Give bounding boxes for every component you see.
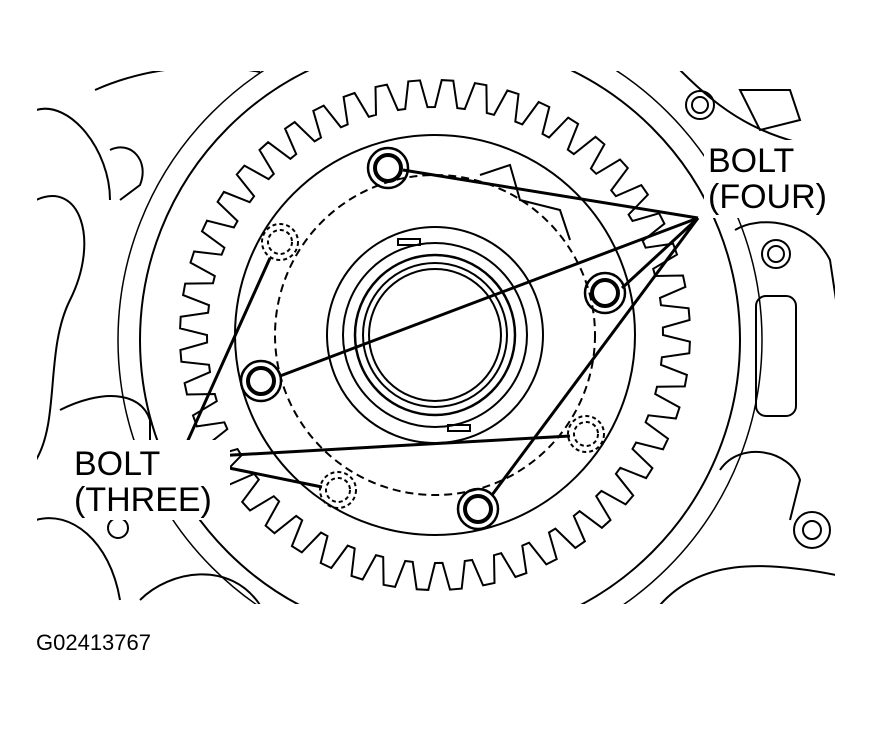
leader-three-2 — [179, 434, 571, 460]
bore-core — [368, 268, 502, 402]
leader-four-1 — [402, 168, 699, 220]
housing-right-top — [679, 70, 836, 151]
gear-teeth — [179, 79, 691, 591]
housing-outer-arc-2 — [117, 70, 763, 605]
bolt-three-2 — [567, 415, 605, 453]
leader-four-2 — [620, 216, 700, 290]
bolt-four-1 — [366, 146, 410, 190]
label-bolt-four-line2: (FOUR) — [708, 178, 827, 216]
figure-id: G02413767 — [36, 630, 151, 655]
label-bolt-four-line1: BOLT — [708, 142, 794, 180]
hub-key-top — [397, 238, 421, 246]
label-four-bg — [704, 140, 836, 218]
housing-slot — [755, 295, 797, 417]
housing-bottom-right — [659, 565, 836, 605]
bolt-four-4 — [456, 487, 500, 531]
leader-four-4 — [490, 217, 700, 496]
housing-hole-right-top — [685, 90, 715, 120]
bolts-four — [239, 146, 627, 531]
housing-outer-arc — [139, 70, 741, 605]
housing-hole-right-lower-inner — [802, 520, 822, 540]
hub-step — [342, 242, 528, 428]
housing-top-left-edge — [94, 70, 261, 91]
bore-inner — [362, 262, 508, 408]
housing-hole-left — [107, 517, 129, 539]
housing-hole-right — [761, 239, 791, 269]
label-bolt-three-line1: BOLT — [74, 445, 160, 483]
housing-right-boss — [738, 89, 802, 132]
bolt-four-2 — [583, 271, 627, 315]
gear-ring — [179, 79, 691, 591]
frame — [35, 69, 837, 606]
bolt-three-3 — [319, 471, 357, 509]
housing-left-rib — [109, 146, 144, 201]
bolts-three — [261, 223, 605, 509]
housing-right-rib — [734, 221, 836, 301]
housing-hole-right-lower — [793, 511, 831, 549]
housing-bottom-left — [36, 517, 121, 601]
leader-lines — [178, 168, 700, 496]
housing-hole-right-top-inner — [691, 96, 709, 114]
leader-four-3 — [279, 216, 699, 378]
leader-three-1 — [178, 257, 272, 459]
label-bolt-three-line2: (THREE) — [74, 481, 212, 519]
housing-left-boss — [36, 107, 111, 201]
dashed-inner-circle — [274, 174, 596, 496]
housing-background — [36, 70, 836, 605]
bore-outer — [353, 253, 517, 417]
housing-right-lower — [719, 451, 802, 521]
bolt-three-1 — [261, 223, 299, 261]
housing-hole-right-inner — [767, 245, 785, 263]
hub-key-bottom — [447, 424, 471, 432]
hub-flange-notch — [479, 163, 571, 241]
bolt-four-3 — [239, 359, 283, 403]
housing-bottom-web — [139, 573, 261, 605]
housing-left-web — [36, 195, 86, 461]
label-three-bg — [70, 440, 230, 520]
